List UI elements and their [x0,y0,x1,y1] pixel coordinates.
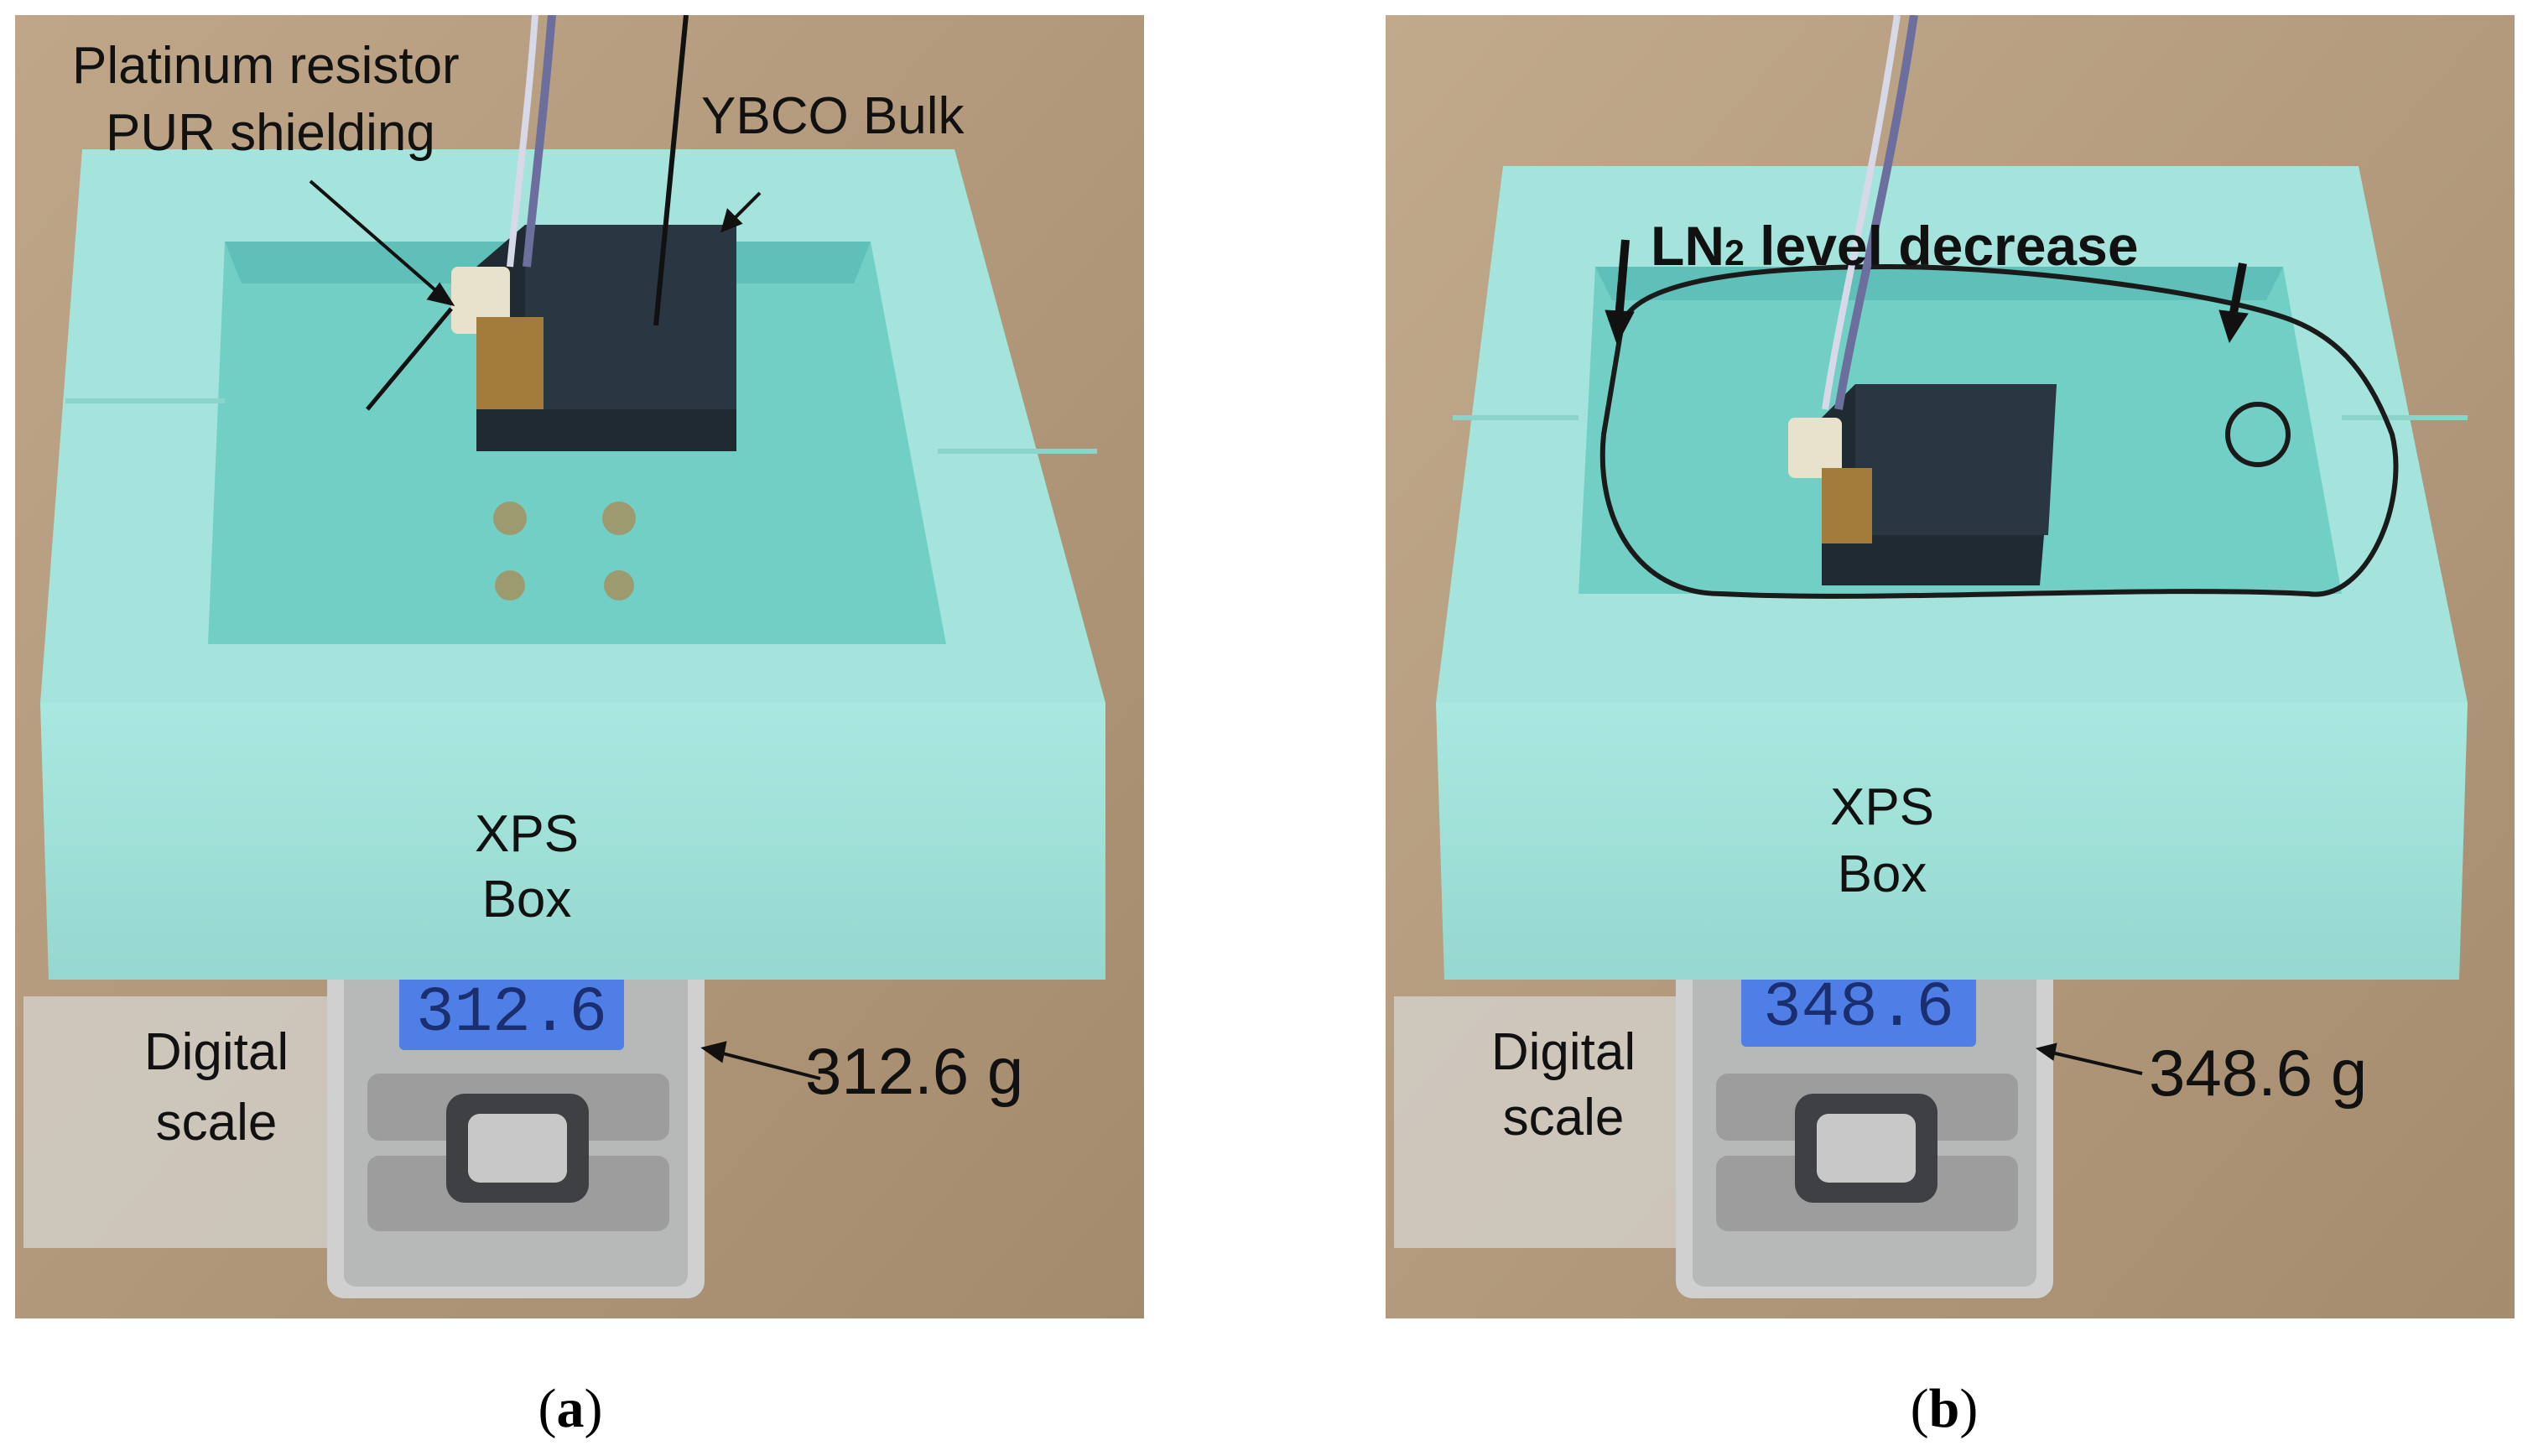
label-digital-scale-line1: Digital [143,1023,289,1081]
ln2-level-line [1599,263,2399,599]
digital-scale: 312.6 [327,946,705,1298]
label-digital-scale-line2: scale [1502,1089,1625,1147]
label-weight: 348.6 g [2149,1036,2368,1110]
label-xps-box-line2: Box [481,871,572,928]
caption-b-letter: b [1928,1378,1960,1439]
annotation-arrows [309,179,821,1080]
label-xps-box-line1: XPS [1829,778,1935,836]
scale-lcd-value: 312.6 [416,977,607,1049]
caption-a-letter: a [556,1378,585,1439]
label-pur-shielding: PUR shielding [106,104,435,162]
photo-panel-b: 348.6 [1386,15,2515,1318]
ln2-subscript: 2 [1724,233,1745,273]
caption-a: (a) [538,1378,603,1439]
photo-xps-box-reduced: 348.6 [1386,15,2515,1318]
scale-lcd [1741,959,1976,1047]
photo-xps-box-full: 312.6 [15,15,1144,1318]
scale-lid [23,996,359,1248]
ln2-text: LN [1651,215,1724,277]
sensor-wire [1834,15,1918,410]
label-xps-box-line1: XPS [474,805,580,863]
scale-lcd [399,966,624,1050]
annotation-arrows [1605,239,2249,1075]
scale-lid [1394,996,1729,1248]
caption-b: (b) [1910,1378,1979,1439]
label-ln2-level-decrease: LN2 level decrease [1651,218,2139,273]
ybco-bulk-block [1822,384,2057,585]
label-digital-scale-line2: scale [155,1094,278,1152]
label-weight: 312.6 g [805,1034,1024,1108]
ln2-level-text: level decrease [1744,215,2139,277]
label-platinum-resistor: Platinum resistor [72,37,460,95]
photo-panel-a: 312.6 [15,15,1144,1318]
digital-scale: 348.6 [1676,946,2053,1298]
scale-lcd-value: 348.6 [1763,972,1954,1044]
label-xps-box-line2: Box [1837,845,1927,903]
label-ybco-bulk: YBCO Bulk [701,87,965,145]
platinum-resistor-sensor [1788,418,1842,478]
sensor-wire [523,15,556,268]
label-digital-scale-line1: Digital [1490,1023,1636,1081]
